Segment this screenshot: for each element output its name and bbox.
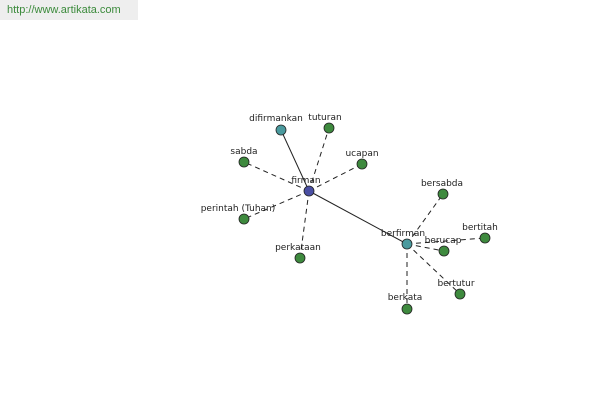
node-ucapan[interactable] bbox=[356, 158, 368, 170]
label-berucap: berucap bbox=[425, 236, 462, 246]
edge-berfirman-bertutur bbox=[406, 243, 461, 295]
edge-firman-ucapan bbox=[308, 163, 363, 192]
node-tuturan[interactable] bbox=[323, 122, 335, 134]
label-bertutur: bertutur bbox=[437, 279, 474, 289]
edge-berfirman-bersabda bbox=[406, 193, 444, 245]
node-sabda[interactable] bbox=[238, 156, 250, 168]
label-sabda: sabda bbox=[230, 147, 257, 157]
label-firman: firman bbox=[291, 176, 320, 186]
graph-nodes bbox=[238, 122, 491, 315]
edge-firman-berfirman bbox=[308, 190, 408, 245]
label-berkata: berkata bbox=[388, 293, 423, 303]
edge-firman-perkataan bbox=[299, 190, 310, 259]
node-perkataan[interactable] bbox=[294, 252, 306, 264]
node-perintah[interactable] bbox=[238, 213, 250, 225]
edge-berfirman-bertitah bbox=[406, 237, 486, 245]
label-tuturan: tuturan bbox=[308, 113, 341, 123]
edge-firman-sabda bbox=[243, 161, 310, 192]
node-difirmankan[interactable] bbox=[275, 124, 287, 136]
node-berucap[interactable] bbox=[438, 245, 450, 257]
node-firman[interactable] bbox=[303, 185, 315, 197]
node-bertutur[interactable] bbox=[454, 288, 466, 300]
label-bertitah: bertitah bbox=[462, 223, 498, 233]
edge-firman-difirmankan bbox=[280, 129, 310, 192]
edge-firman-tuturan bbox=[308, 127, 330, 192]
graph-edges bbox=[243, 127, 486, 309]
label-difirmankan: difirmankan bbox=[249, 114, 303, 124]
source-url[interactable]: http://www.artikata.com bbox=[0, 0, 138, 20]
node-bertitah[interactable] bbox=[479, 232, 491, 244]
node-berkata[interactable] bbox=[401, 303, 413, 315]
label-ucapan: ucapan bbox=[345, 149, 378, 159]
label-berfirman: berfirman bbox=[381, 229, 425, 239]
node-bersabda[interactable] bbox=[437, 188, 449, 200]
label-perintah: perintah (Tuhan) bbox=[201, 204, 276, 214]
label-perkataan: perkataan bbox=[275, 243, 321, 253]
label-bersabda: bersabda bbox=[421, 179, 463, 189]
edge-berfirman-berucap bbox=[406, 243, 445, 252]
node-berfirman[interactable] bbox=[401, 238, 413, 250]
graph-labels: firman difirmankan berfirman tuturan ucapan s… bbox=[201, 113, 498, 303]
edge-firman-perintah bbox=[243, 190, 310, 220]
